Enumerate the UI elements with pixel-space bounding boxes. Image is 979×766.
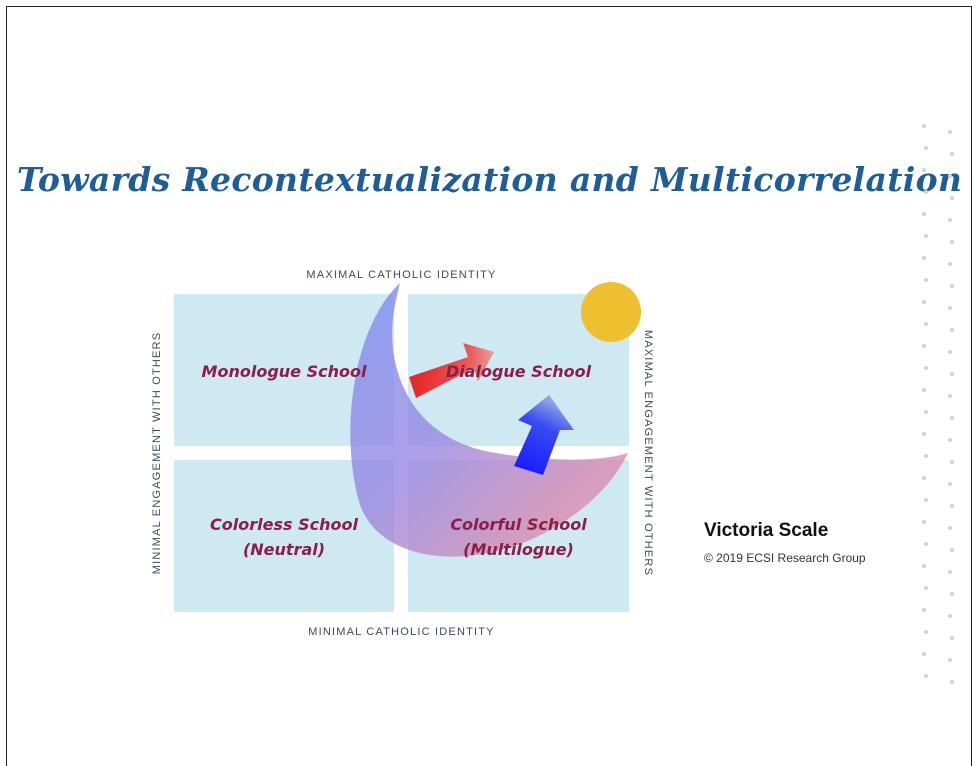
dot [948,350,952,354]
dot [948,438,952,442]
quadrant-label-colorful-line2: (Multilogue) [463,540,574,559]
dot [922,564,926,568]
quadrant-label-monologue: Monologue School [201,362,367,381]
dot [924,322,928,326]
dot [924,586,928,590]
dot [924,498,928,502]
dot [950,284,954,288]
dot [948,658,952,662]
quadrant-label-colorless: Colorless School (Neutral) [174,512,394,562]
dot [924,278,928,282]
dot [950,680,954,684]
dot [948,394,952,398]
dot [922,256,926,260]
dot [924,146,928,150]
dot [924,366,928,370]
dot [950,196,954,200]
dot [950,372,954,376]
dot [950,460,954,464]
red-arrow-icon [409,343,494,398]
dot [950,504,954,508]
dot [948,570,952,574]
dot [950,548,954,552]
dot [950,152,954,156]
dot [948,306,952,310]
dot [922,212,926,216]
quadrant-label-colorless-line2: (Neutral) [242,540,326,559]
dot [950,240,954,244]
copyright-text: © 2019 ECSI Research Group [704,551,866,565]
dot [922,476,926,480]
quadrant-label-colorful-line1: Colorful School [450,515,587,534]
dot [922,432,926,436]
dot [924,410,928,414]
axis-label-top: MAXIMAL CATHOLIC IDENTITY [306,269,497,281]
dot [922,300,926,304]
dot [922,608,926,612]
dot [922,344,926,348]
dot [924,454,928,458]
dot [948,130,952,134]
slide-title: Towards Recontextualization and Multicor… [16,160,963,199]
dot [924,630,928,634]
dot [924,190,928,194]
crescent-shape [350,283,628,557]
dot [948,218,952,222]
slide-frame [6,6,972,766]
dot [924,674,928,678]
dot [922,388,926,392]
dot [922,520,926,524]
dot [950,636,954,640]
blue-arrow-icon [514,395,574,475]
dot [922,168,926,172]
quadrant-label-colorful: Colorful School (Multilogue) [408,512,629,562]
dot [922,124,926,128]
dot [950,328,954,332]
dot [948,482,952,486]
dot [950,592,954,596]
quadrant-label-colorless-line1: Colorless School [210,515,358,534]
sun-icon [581,282,641,342]
dot [948,526,952,530]
dot [948,262,952,266]
dot [948,614,952,618]
axis-label-bottom: MINIMAL CATHOLIC IDENTITY [308,626,495,638]
quadrant-label-dialogue: Dialogue School [445,362,592,381]
dot-pattern-decoration [922,124,954,684]
brand-name: Victoria Scale [704,520,829,541]
dot [922,652,926,656]
dot [924,234,928,238]
dot [948,174,952,178]
dot [950,416,954,420]
dot [924,542,928,546]
